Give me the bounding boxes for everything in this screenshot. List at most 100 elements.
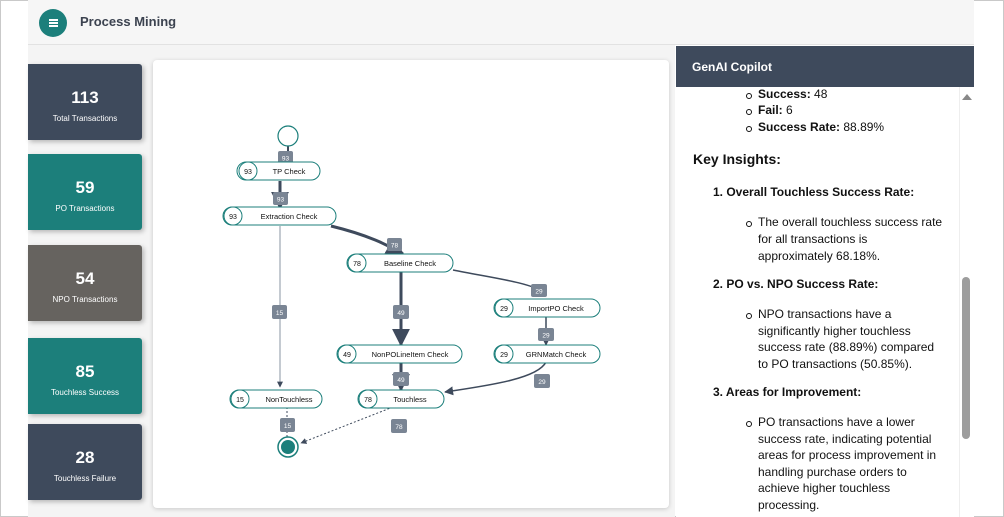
- node-nontouchless[interactable]: 15 NonTouchless: [229, 389, 323, 409]
- edge-badge: 93: [278, 151, 293, 164]
- kpi-label: NPO Transactions: [52, 295, 118, 304]
- insight-line: success rate, indicating potential: [758, 432, 932, 446]
- edge-badge: 93: [273, 192, 288, 205]
- kpi-label: Touchless Success: [50, 388, 120, 397]
- svg-text:29: 29: [542, 333, 550, 340]
- svg-text:78: 78: [364, 397, 372, 404]
- top-bar: Process Mining: [28, 0, 974, 45]
- node-baseline-check[interactable]: 78 Baseline Check: [346, 253, 454, 273]
- bullet-icon: [746, 126, 752, 132]
- copilot-panel: GenAI Copilot Success: 48 Fail: 6 Succes…: [676, 46, 974, 517]
- insights-heading: Key Insights:: [693, 151, 781, 167]
- insight-title: 2. PO vs. NPO Success Rate:: [713, 277, 879, 291]
- scroll-up-icon[interactable]: [962, 94, 972, 100]
- edge-badge: 29: [538, 328, 554, 341]
- kpi-card-touchless-failure[interactable]: 28 Touchless Failure: [28, 424, 142, 500]
- node-tp-check[interactable]: 93 TP Check: [236, 161, 321, 181]
- start-node-icon[interactable]: [277, 125, 299, 147]
- svg-text:29: 29: [500, 352, 508, 359]
- svg-text:93: 93: [277, 197, 285, 204]
- copilot-header: GenAI Copilot: [676, 46, 974, 87]
- edge-badge: 78: [387, 238, 402, 251]
- copilot-content: Success: 48 Fail: 6 Success Rate: 88.89%…: [676, 87, 960, 517]
- node-nonpolineitem-check[interactable]: 49 NonPOLineItem Check: [336, 344, 463, 364]
- svg-text:49: 49: [397, 377, 405, 384]
- kpi-card-npo[interactable]: 54 NPO Transactions: [28, 245, 142, 321]
- insight-line: for all transactions is: [758, 232, 868, 246]
- edge-badge: 49: [393, 372, 409, 386]
- graph-edge: [330, 224, 405, 256]
- bullet-icon: [746, 93, 752, 99]
- node-touchless[interactable]: 78 Touchless: [357, 389, 445, 409]
- insight-line: NPO transactions have a: [758, 307, 892, 321]
- kpi-card-po[interactable]: 59 PO Transactions: [28, 154, 142, 230]
- svg-text:Baseline Check: Baseline Check: [384, 259, 436, 268]
- node-grnmatch-check[interactable]: 29 GRNMatch Check: [493, 344, 601, 364]
- bullet-icon: [746, 221, 752, 227]
- hamburger-menu-icon[interactable]: [39, 9, 67, 37]
- kpi-value: 85: [75, 362, 95, 381]
- stat-fail: Fail: 6: [758, 103, 793, 117]
- kpi-card-total[interactable]: 113 Total Transactions: [28, 64, 142, 140]
- svg-text:GRNMatch Check: GRNMatch Check: [526, 350, 587, 359]
- svg-text:49: 49: [397, 310, 405, 317]
- edge-badge: 15: [272, 305, 287, 319]
- insight-line: success rate (88.89%) compared: [758, 340, 935, 354]
- svg-text:Touchless: Touchless: [393, 395, 427, 404]
- bullet-icon: [746, 421, 752, 427]
- graph-edge: [444, 361, 547, 396]
- kpi-value: 54: [75, 269, 95, 288]
- insight-line: processing.: [758, 498, 820, 512]
- edge-badge: 78: [391, 419, 407, 433]
- kpi-value: 59: [75, 178, 95, 197]
- stat-success: Success: 48: [758, 87, 828, 101]
- edge-badge: 15: [280, 418, 295, 432]
- svg-text:78: 78: [391, 243, 399, 250]
- insight-line: handling purchase orders to: [758, 465, 907, 479]
- process-graph: 93 93 78 15 29 49 29 49 29 15 78 93 TP C…: [222, 125, 601, 458]
- insight-title: 1. Overall Touchless Success Rate:: [713, 185, 915, 199]
- node-extraction-check[interactable]: 93 Extraction Check: [222, 206, 337, 226]
- node-importpo-check[interactable]: 29 ImportPO Check: [493, 298, 601, 318]
- insight-line: to PO transactions (50.85%).: [758, 357, 913, 371]
- svg-text:NonPOLineItem Check: NonPOLineItem Check: [372, 350, 449, 359]
- svg-text:93: 93: [282, 156, 290, 163]
- bullet-icon: [746, 313, 752, 319]
- insight-title: 3. Areas for Improvement:: [713, 385, 862, 399]
- svg-text:29: 29: [535, 289, 543, 296]
- insight-line: The overall touchless success rate: [758, 215, 943, 229]
- edge-badge: 49: [393, 305, 409, 319]
- bullet-icon: [746, 109, 752, 115]
- svg-text:TP Check: TP Check: [273, 167, 306, 176]
- kpi-value: 28: [75, 448, 95, 467]
- svg-text:49: 49: [343, 352, 351, 359]
- copilot-title: GenAI Copilot: [692, 60, 772, 74]
- kpi-label: Total Transactions: [52, 114, 118, 123]
- svg-text:78: 78: [353, 261, 361, 268]
- end-node-icon: [281, 440, 295, 454]
- kpi-card-touchless-success[interactable]: 85 Touchless Success: [28, 338, 142, 414]
- insight-line: areas for process improvement in: [758, 448, 937, 462]
- svg-text:29: 29: [500, 306, 508, 313]
- insight-line: PO transactions have a lower: [758, 415, 915, 429]
- svg-text:15: 15: [284, 423, 292, 430]
- insight-line: significantly higher touchless: [758, 324, 911, 338]
- svg-text:78: 78: [395, 424, 403, 431]
- graph-edge: [300, 406, 394, 444]
- edge-badge: 29: [534, 374, 550, 388]
- insight-line: approximately 68.18%.: [758, 249, 881, 263]
- process-graph-canvas[interactable]: 93 93 78 15 29 49 29 49 29 15 78 93 TP C…: [153, 60, 669, 508]
- svg-text:15: 15: [236, 397, 244, 404]
- scrollbar-thumb[interactable]: [962, 277, 970, 439]
- svg-text:Extraction Check: Extraction Check: [261, 212, 318, 221]
- kpi-label: Touchless Failure: [53, 474, 117, 483]
- svg-text:ImportPO Check: ImportPO Check: [528, 304, 584, 313]
- edge-badge: 29: [531, 284, 547, 297]
- svg-text:93: 93: [229, 214, 237, 221]
- svg-text:93: 93: [244, 169, 252, 176]
- page-title: Process Mining: [80, 14, 177, 29]
- svg-text:15: 15: [276, 310, 284, 317]
- svg-text:NonTouchless: NonTouchless: [265, 395, 312, 404]
- kpi-value: 113: [71, 88, 99, 107]
- kpi-label: PO Transactions: [55, 204, 115, 213]
